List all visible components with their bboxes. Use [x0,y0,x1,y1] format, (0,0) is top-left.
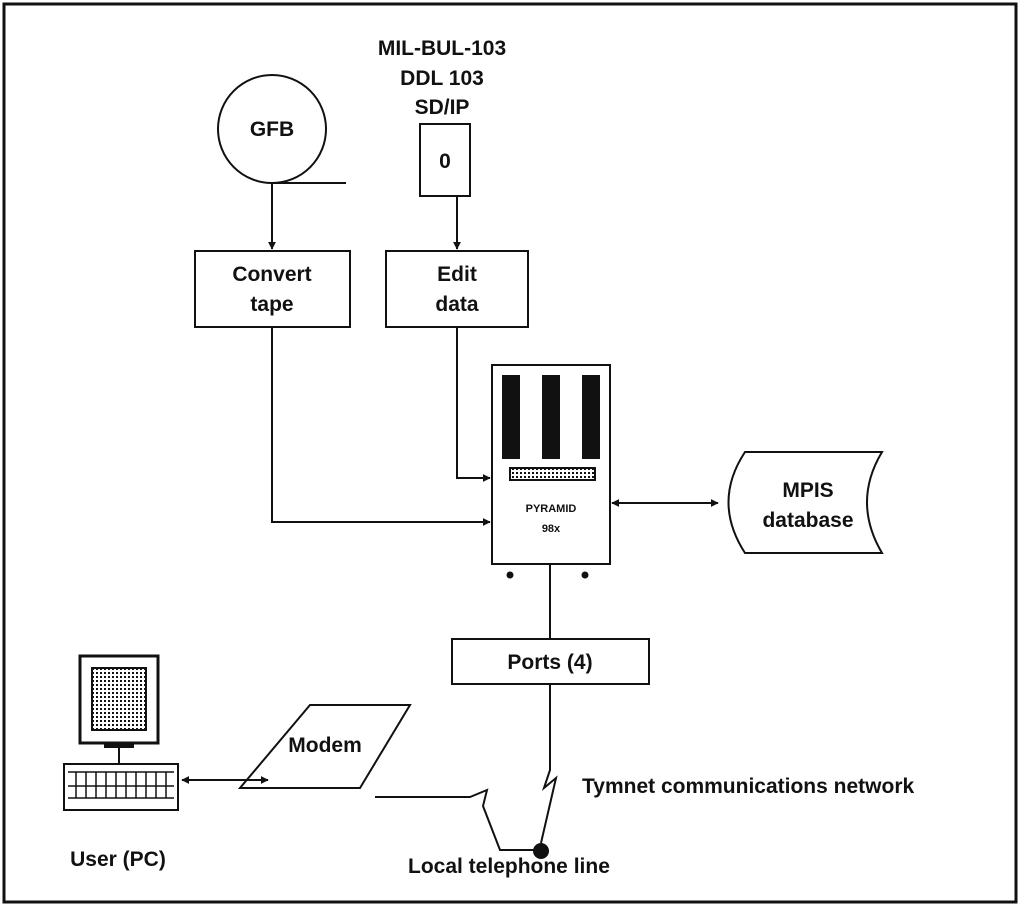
arrow-edit-to-pyramid [456,327,491,482]
ports-box: Ports (4) [451,638,650,685]
keyboard-keys [68,771,174,799]
tape-cartridge: 0 [419,123,471,197]
pyramid-label-line-2: 98x [542,523,561,535]
mpis-label-line-1: MPIS [782,479,833,502]
convert-tape-line-1: Convert [232,263,311,286]
source-note-line-1: MIL-BUL-103 [378,37,506,60]
source-note-line-3: SD/IP [415,96,470,119]
mpis-label-line-2: database [762,509,853,532]
telephone-label: Local telephone line [408,855,610,878]
ports-label: Ports (4) [507,651,592,674]
tymnet-label: Tymnet communications network [582,775,914,798]
modem-label: Modem [288,734,362,757]
modem: Modem [237,704,412,789]
mpis-database: MPIS database [727,451,884,554]
gfb-label: GFB [250,118,294,141]
convert-tape-box: Convert tape [194,250,351,328]
arrow-convert-to-pyramid [271,327,491,526]
source-note-line-2: DDL 103 [400,67,484,90]
convert-tape-line-2: tape [250,293,293,316]
tymnet-line [540,684,558,844]
gfb-tape-reel: GFB [217,74,346,184]
telephone-line [375,788,541,851]
pyramid-computer: PYRAMID 98x [491,364,611,579]
edit-data-box: Edit data [385,250,529,328]
user-pc [63,654,179,811]
edit-data-line-2: data [435,293,479,316]
pyramid-label-line-1: PYRAMID [526,503,577,515]
user-pc-label: User (PC) [70,848,166,871]
connectors [181,183,719,859]
network-junction [533,843,549,859]
tape-label: 0 [439,150,451,173]
edit-data-line-1: Edit [437,263,477,286]
